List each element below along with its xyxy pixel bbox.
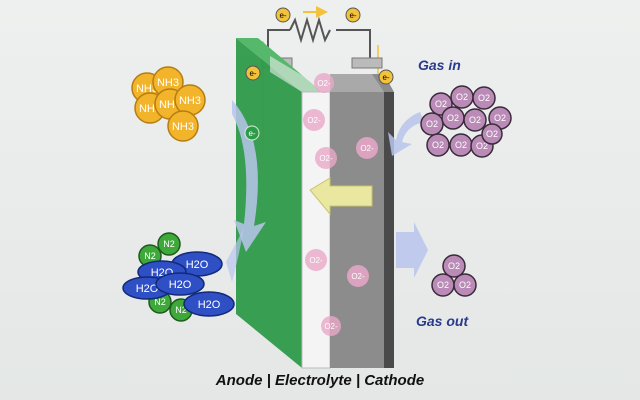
- electron-particle: e-: [275, 7, 291, 23]
- ammonia-molecule: NH3: [167, 110, 199, 142]
- oxygen-in-cluster: O2 O2 O2 O2 O2 O2 O2 O2 O2 O2 O2: [420, 85, 512, 158]
- layer-caption: Anode | Electrolyte | Cathode: [215, 372, 425, 389]
- svg-text:e-: e-: [382, 73, 389, 82]
- electron-particle: e-: [245, 65, 261, 81]
- electron-particle: e-: [345, 7, 361, 23]
- ammonia-cluster: NH3 NH3 NH3 NH3 NH3 NH3: [131, 66, 206, 142]
- oxide-ion: O2-: [356, 137, 378, 159]
- exhaust-cluster: N2 N2 N2 N2 H2O H2O H2O H2O H2O: [122, 232, 235, 322]
- svg-text:O2-: O2-: [324, 322, 338, 331]
- oxygen-molecule: O2: [442, 254, 466, 278]
- cathode-layer: [330, 74, 394, 368]
- oxide-ion: O2-: [347, 265, 369, 287]
- oxide-ion: O2-: [321, 316, 341, 336]
- svg-text:N2: N2: [154, 297, 166, 307]
- oxygen-out-cluster: O2 O2 O2: [431, 254, 477, 297]
- svg-text:O2: O2: [447, 113, 459, 123]
- svg-text:NH3: NH3: [172, 121, 194, 133]
- svg-text:O2-: O2-: [307, 116, 321, 125]
- resistor-icon: [289, 16, 331, 44]
- svg-text:H2O: H2O: [169, 279, 192, 291]
- svg-text:O2: O2: [432, 140, 444, 150]
- anode-outflow-arrow: [226, 228, 244, 282]
- oxygen-molecule: O2: [420, 112, 444, 136]
- svg-text:NH3: NH3: [157, 77, 179, 89]
- cathode-terminal: [351, 57, 383, 69]
- svg-text:H2O: H2O: [186, 259, 209, 271]
- svg-text:O2: O2: [486, 129, 498, 139]
- svg-text:O2: O2: [456, 92, 468, 102]
- oxygen-molecule: O2: [426, 133, 450, 157]
- svg-text:O2-: O2-: [351, 272, 365, 281]
- oxide-ion-migration-arrow: [309, 177, 373, 216]
- electron-group: e- e- e- e- e-: [244, 7, 394, 141]
- oxygen-molecule: O2: [431, 273, 455, 297]
- oxide-ion: O2-: [303, 109, 325, 131]
- oxygen-molecule: O2: [472, 86, 496, 110]
- svg-text:e-: e-: [249, 69, 256, 78]
- oxide-ion: O2-: [305, 249, 327, 271]
- anode-inflow-arrow: [232, 100, 266, 252]
- svg-text:O2-: O2-: [309, 256, 323, 265]
- svg-text:O2: O2: [437, 280, 449, 290]
- svg-text:H2O: H2O: [136, 283, 159, 295]
- gas-in-label: Gas in: [418, 57, 461, 73]
- svg-text:O2-: O2-: [319, 154, 333, 163]
- svg-text:O2: O2: [476, 141, 488, 151]
- svg-text:O2: O2: [426, 119, 438, 129]
- svg-text:N2: N2: [144, 251, 156, 261]
- ammonia-molecule: NH3: [174, 84, 206, 116]
- water-molecule: H2O: [183, 291, 235, 317]
- oxygen-molecule: O2: [441, 106, 465, 130]
- svg-text:e-: e-: [248, 129, 255, 138]
- svg-text:e-: e-: [279, 11, 286, 20]
- oxygen-molecule: O2: [449, 133, 473, 157]
- svg-text:O2-: O2-: [317, 79, 331, 88]
- svg-text:O2-: O2-: [360, 144, 374, 153]
- oxygen-molecule: O2: [463, 108, 487, 132]
- nitrogen-molecule: N2: [157, 232, 181, 256]
- oxide-ion: O2-: [315, 147, 337, 169]
- oxide-ion-group: O2- O2- O2- O2- O2- O2- O2-: [303, 73, 378, 336]
- water-molecule: H2O: [155, 272, 205, 296]
- electron-particle: e-: [378, 69, 394, 85]
- svg-text:O2: O2: [494, 113, 506, 123]
- svg-text:H2O: H2O: [198, 299, 221, 311]
- oxygen-molecule: O2: [481, 123, 503, 145]
- svg-text:N2: N2: [163, 239, 175, 249]
- svg-text:N2: N2: [175, 305, 187, 315]
- svg-text:e-: e-: [349, 11, 356, 20]
- cathode-inflow-arrow: [388, 112, 424, 156]
- oxygen-molecule: O2: [450, 85, 474, 109]
- cathode-outflow-arrow: [396, 222, 428, 278]
- svg-text:O2: O2: [478, 93, 490, 103]
- svg-text:O2: O2: [459, 280, 471, 290]
- svg-text:NH3: NH3: [179, 95, 201, 107]
- svg-text:O2: O2: [448, 261, 460, 271]
- gas-out-label: Gas out: [416, 313, 469, 329]
- oxygen-molecule: O2: [453, 273, 477, 297]
- svg-text:O2: O2: [469, 115, 481, 125]
- oxide-ion: O2-: [314, 73, 334, 93]
- svg-text:O2: O2: [435, 99, 447, 109]
- svg-text:NH3: NH3: [136, 83, 158, 95]
- electron-particle: e-: [244, 125, 260, 141]
- svg-text:O2: O2: [455, 140, 467, 150]
